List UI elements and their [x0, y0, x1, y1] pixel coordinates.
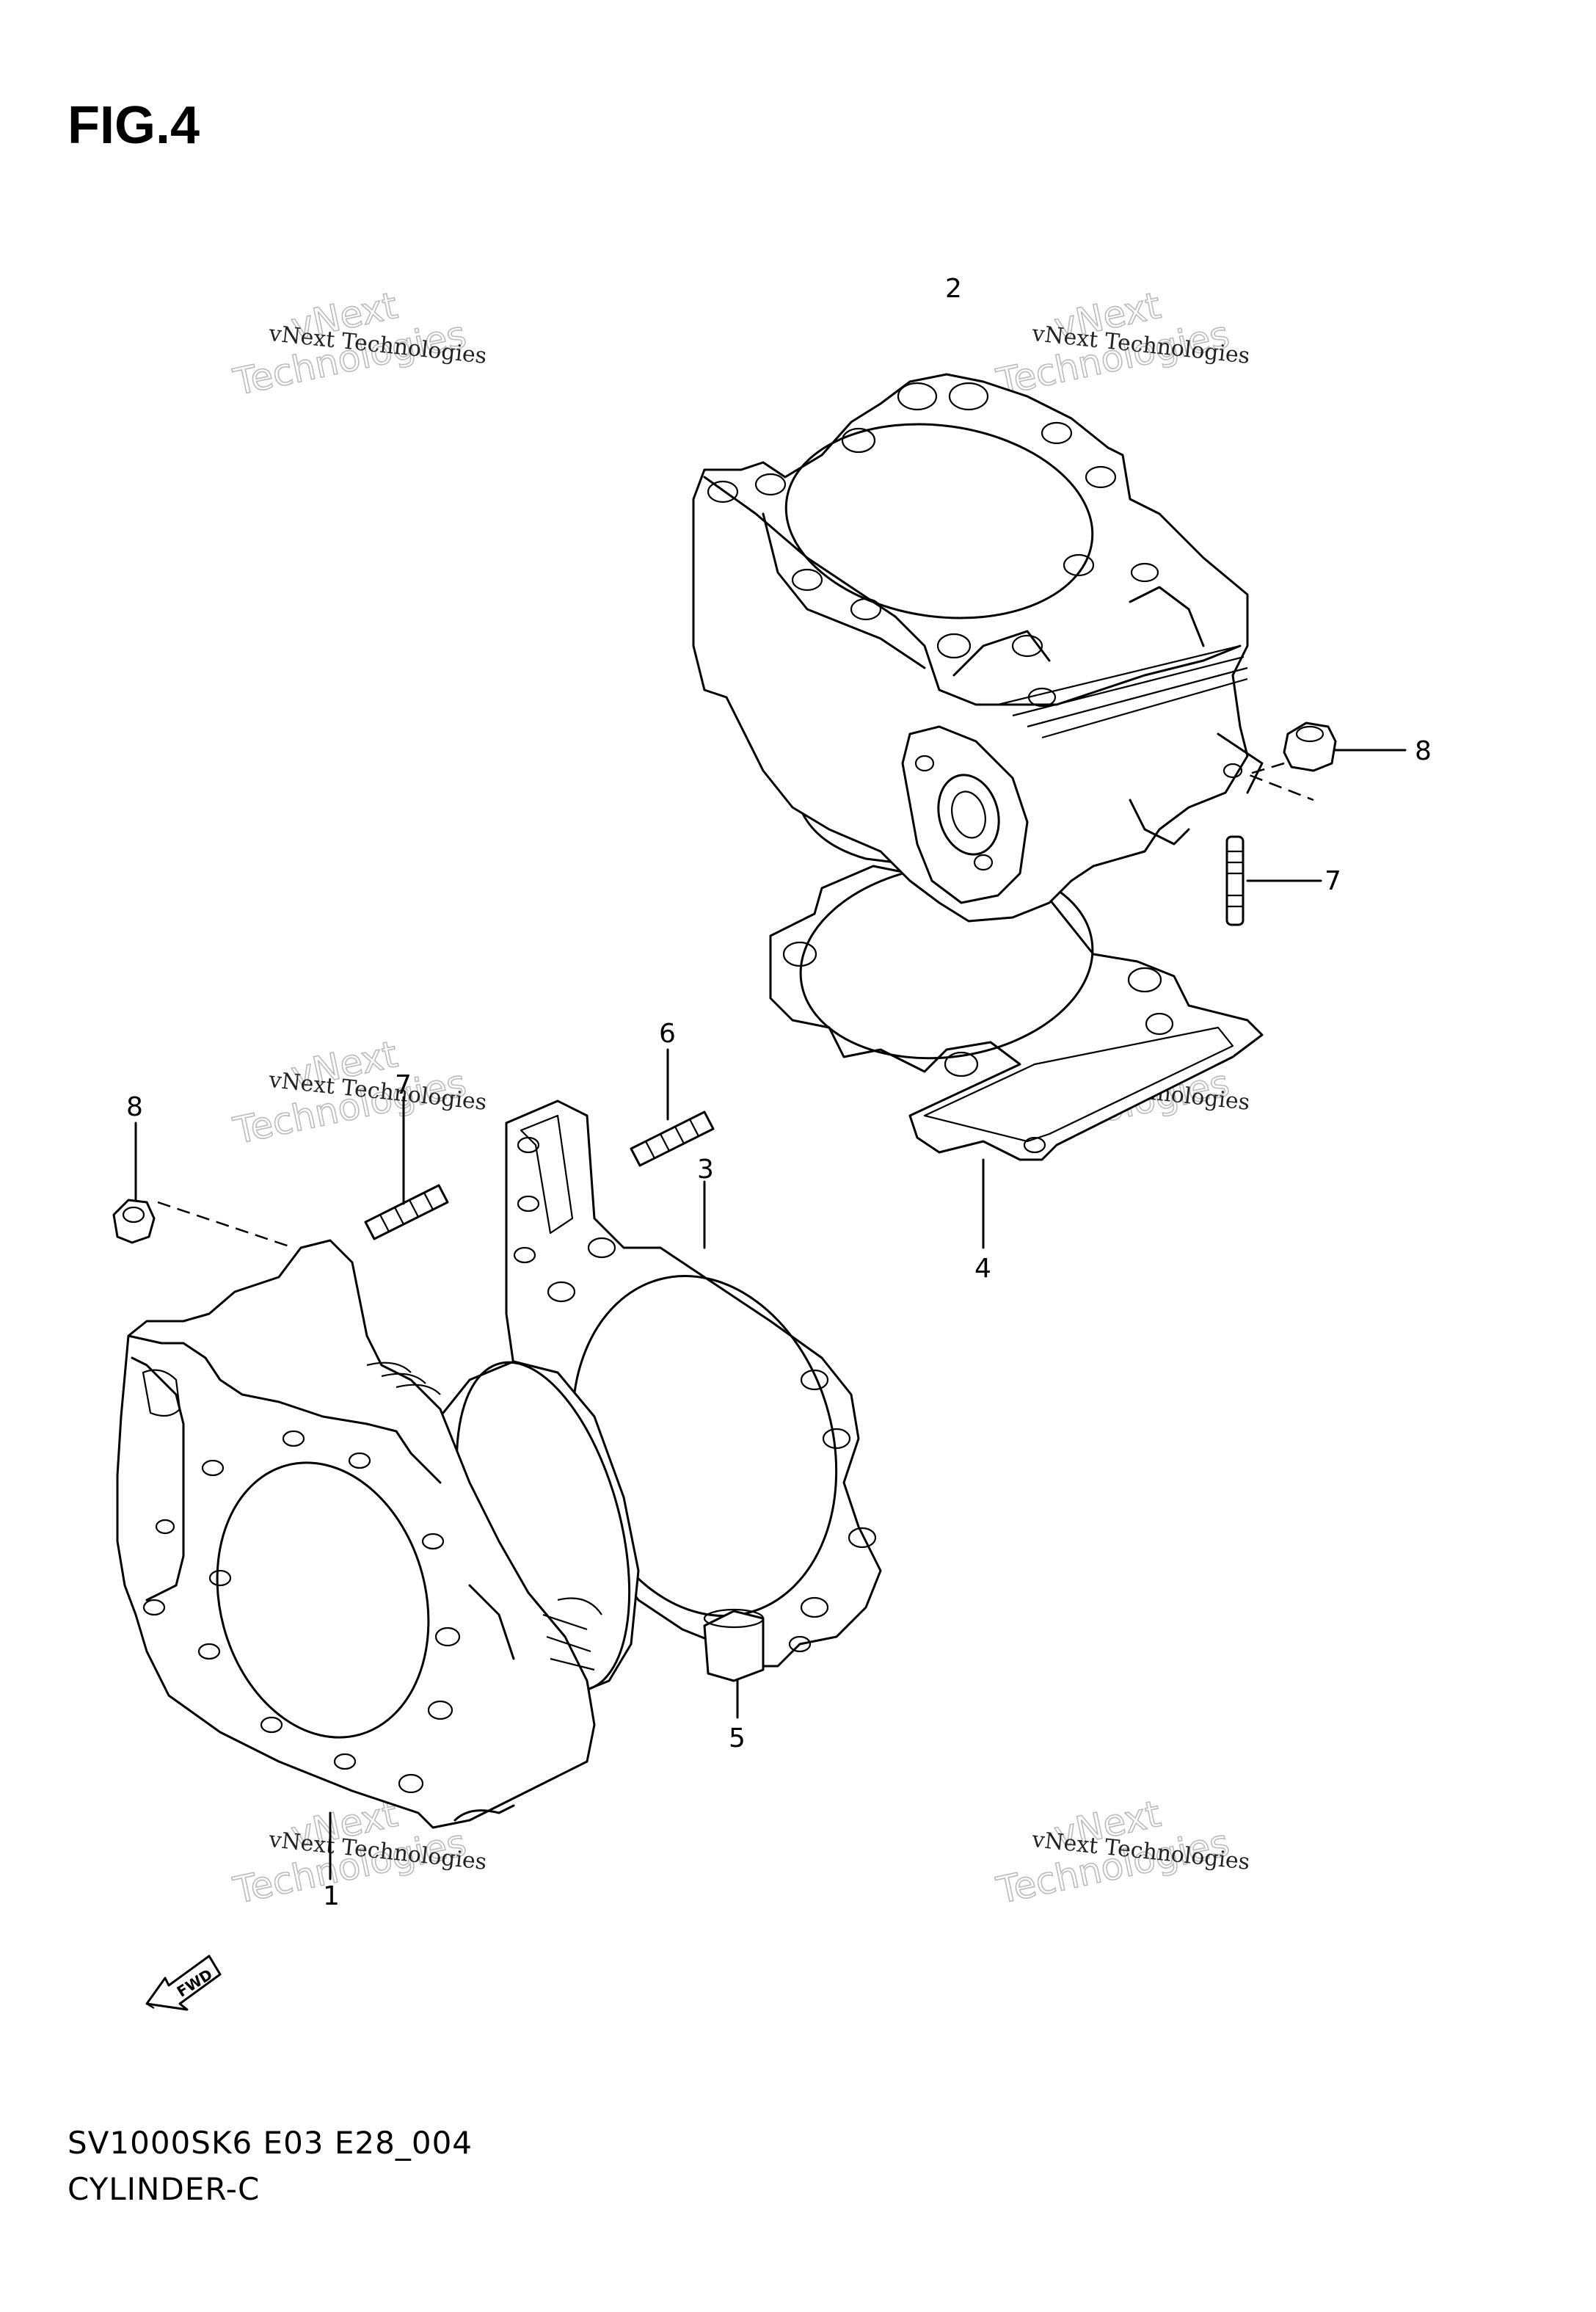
section-name: CYLINDER-C	[68, 2171, 260, 2207]
watermark-top-right: vNext Technologies vNext Technologies	[992, 283, 1251, 404]
callout-7-right: 7	[1324, 866, 1341, 896]
part-2-rear-cylinder	[692, 373, 1264, 923]
callout-4: 4	[974, 1254, 991, 1284]
callout-6: 6	[659, 1019, 676, 1049]
callout-8-right: 8	[1415, 736, 1432, 766]
model-code: SV1000SK6 E03 E28_004	[68, 2125, 473, 2161]
part-8-nut-right	[1245, 721, 1407, 801]
callout-5: 5	[729, 1723, 746, 1753]
part-6-stud-top	[630, 1048, 715, 1167]
callout-7-left: 7	[395, 1070, 412, 1100]
part-1-front-cylinder	[116, 1239, 640, 1880]
part-7-stud-right	[1225, 835, 1322, 926]
callout-3: 3	[697, 1155, 714, 1185]
callout-8-left: 8	[126, 1092, 143, 1122]
fwd-arrow-icon: FWD	[145, 1955, 222, 2011]
watermark-bottom-right: vNext Technologies vNext Technologies	[992, 1792, 1251, 1913]
part-5-dowel-pin	[703, 1608, 765, 1719]
part-8-nut-left	[112, 1122, 294, 1249]
part-7-stud-left	[364, 1096, 449, 1240]
callout-2: 2	[945, 274, 962, 304]
watermark-top-left: vNext Technologies vNext Technologies	[229, 283, 488, 404]
watermark-mid-left: vNext Technologies vNext Technologies	[229, 1032, 488, 1153]
callout-1: 1	[323, 1881, 340, 1911]
figure-title: FIG.4	[68, 96, 200, 155]
